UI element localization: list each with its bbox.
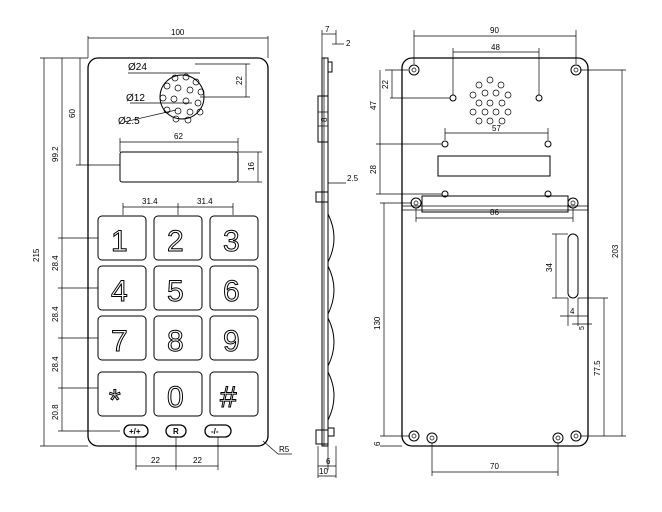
dim-fn-pitch: 22 22 bbox=[135, 437, 219, 470]
key-4-label: 4 bbox=[111, 275, 128, 308]
dim-plate-label: 2.5 bbox=[347, 174, 359, 183]
key-3-label: 3 bbox=[223, 225, 240, 258]
dim-back-speaker-offset-label: 47 bbox=[369, 101, 378, 110]
label-hole-circle: Ø12 bbox=[126, 93, 145, 104]
front-speaker-labels: Ø24 Ø12 Ø2.5 22 bbox=[118, 62, 250, 127]
key-0-label: 0 bbox=[167, 381, 184, 414]
key-minus-label: -/- bbox=[211, 427, 219, 436]
key-star-label: * bbox=[109, 384, 121, 417]
dim-display-w-label: 62 bbox=[174, 132, 183, 141]
front-panel-outline bbox=[87, 57, 269, 447]
front-display: 62 16 bbox=[119, 132, 262, 183]
dim-slot-gap-label: 5 bbox=[579, 326, 586, 330]
key-7[interactable]: 7 bbox=[97, 315, 147, 361]
back-view: 90 48 22 47 57 28 86 bbox=[369, 26, 626, 476]
dim-mid-step-label: 8 bbox=[320, 117, 329, 122]
key-6[interactable]: 6 bbox=[209, 265, 259, 311]
dim-left-height-label: 130 bbox=[373, 316, 382, 330]
front-view: 100 215 60 99.2 bbox=[32, 28, 292, 470]
dim-bottom-offset-label: 6 bbox=[373, 441, 382, 446]
keypad: 1 2 3 4 5 6 7 bbox=[97, 215, 259, 418]
key-7-label: 7 bbox=[111, 325, 128, 358]
radius-callout: R5 bbox=[262, 440, 292, 455]
dim-row-pitch-3-label: 28.4 bbox=[51, 356, 60, 372]
label-hole-dia: Ø2.5 bbox=[118, 116, 140, 127]
dim-right-height-label: 203 bbox=[611, 244, 620, 258]
dim-back-display-h-label: 28 bbox=[369, 165, 378, 174]
dim-bottom-row-label: 20.8 bbox=[51, 404, 60, 420]
dim-row-pitch: 28.4 28.4 28.4 20.8 bbox=[51, 237, 120, 432]
function-keys: +/+ R -/- bbox=[123, 424, 232, 438]
dim-slot-w-label: 4 bbox=[570, 307, 575, 316]
dim-fn-pitch-2-label: 22 bbox=[193, 456, 202, 465]
key-r-label: R bbox=[173, 427, 179, 436]
back-dims: 90 48 22 47 57 28 86 bbox=[369, 26, 626, 476]
back-slot bbox=[567, 233, 579, 299]
key-5-label: 5 bbox=[167, 275, 184, 308]
dim-slot-h-label: 34 bbox=[545, 263, 554, 272]
label-speaker-v: 22 bbox=[235, 76, 244, 85]
key-1[interactable]: 1 bbox=[97, 215, 147, 261]
dim-back-speaker-v-label: 22 bbox=[381, 80, 390, 89]
dim-display-offset-label: 99.2 bbox=[51, 146, 60, 162]
dim-width: 100 bbox=[87, 28, 269, 58]
key-hash-label: # bbox=[220, 381, 237, 414]
key-0[interactable]: 0 bbox=[153, 371, 203, 417]
key-plus[interactable]: +/+ bbox=[123, 424, 149, 438]
key-star[interactable]: * bbox=[97, 371, 147, 418]
dim-top-w-label: 7 bbox=[325, 25, 330, 34]
dim-depth-6-label: 6 bbox=[326, 457, 331, 466]
dim-slot-offset-label: 77.5 bbox=[593, 360, 602, 376]
back-speaker-grille bbox=[469, 76, 512, 125]
key-6-label: 6 bbox=[223, 275, 240, 308]
dim-width-label: 100 bbox=[171, 28, 185, 37]
dim-back-display-w-label: 57 bbox=[492, 124, 501, 133]
label-speaker-dia: Ø24 bbox=[128, 62, 147, 73]
dim-depth-10-label: 10 bbox=[319, 467, 328, 476]
dim-height-label: 215 bbox=[32, 248, 41, 262]
key-plus-label: +/+ bbox=[129, 427, 141, 436]
front-speaker-grille bbox=[159, 73, 205, 124]
dim-row-pitch-2-label: 28.4 bbox=[51, 306, 60, 322]
back-panel-outline bbox=[401, 57, 589, 447]
key-2-label: 2 bbox=[167, 225, 184, 258]
dim-speaker-offset: 60 bbox=[68, 58, 120, 166]
dim-bottom-spacing-label: 70 bbox=[490, 462, 499, 471]
back-display bbox=[437, 155, 551, 177]
dim-display-h-label: 16 bbox=[247, 162, 256, 171]
dim-inner-spacing-label: 86 bbox=[490, 208, 499, 217]
dim-fn-pitch-1-label: 22 bbox=[151, 456, 160, 465]
dim-column-pitch: 31.4 31.4 bbox=[122, 197, 234, 215]
key-8[interactable]: 8 bbox=[153, 315, 203, 361]
key-minus[interactable]: -/- bbox=[204, 424, 232, 438]
dim-col-pitch-1-label: 31.4 bbox=[142, 197, 158, 206]
key-r[interactable]: R bbox=[165, 424, 187, 438]
dim-col-pitch-2-label: 31.4 bbox=[197, 197, 213, 206]
side-plate bbox=[321, 57, 329, 447]
dim-hole-spacing-top-label: 90 bbox=[490, 26, 499, 35]
dim-top-step-label: 2 bbox=[346, 39, 351, 48]
key-2[interactable]: 2 bbox=[153, 215, 203, 261]
dim-row-pitch-1-label: 28.4 bbox=[51, 255, 60, 271]
dim-speaker-spacing-label: 48 bbox=[491, 43, 500, 52]
key-9-label: 9 bbox=[223, 325, 240, 358]
key-5[interactable]: 5 bbox=[153, 265, 203, 311]
side-view: 7 2 8 2.5 6 10 bbox=[315, 25, 359, 478]
dim-display-offset: 99.2 bbox=[51, 58, 63, 238]
back-mount-holes bbox=[408, 64, 582, 444]
key-3[interactable]: 3 bbox=[209, 215, 259, 261]
dim-speaker-offset-label: 60 bbox=[68, 109, 77, 118]
key-8-label: 8 bbox=[167, 325, 184, 358]
key-hash[interactable]: # bbox=[209, 371, 259, 417]
key-9[interactable]: 9 bbox=[209, 315, 259, 361]
key-4[interactable]: 4 bbox=[97, 265, 147, 311]
label-corner-radius: R5 bbox=[279, 445, 290, 454]
key-1-label: 1 bbox=[111, 225, 128, 258]
